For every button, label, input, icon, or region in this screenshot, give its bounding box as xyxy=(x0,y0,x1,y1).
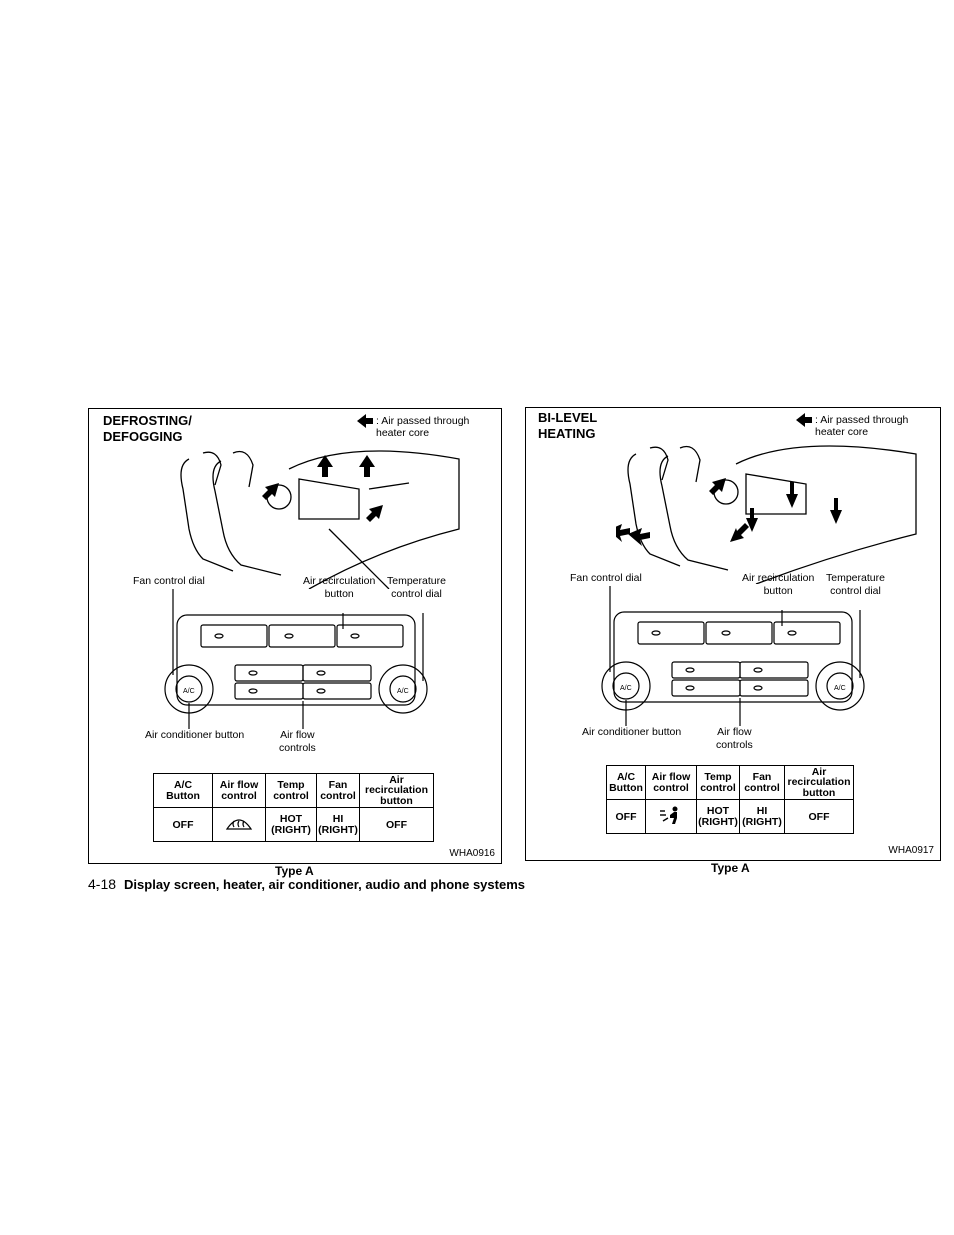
temperature-dial-label: Temperature control dial xyxy=(387,575,446,600)
section-title: Display screen, heater, air conditioner,… xyxy=(124,877,525,892)
figure-caption: Type A xyxy=(275,864,314,878)
figure-code: WHA0916 xyxy=(449,848,495,859)
legend: : Air passed through heater core xyxy=(796,413,909,438)
figure-caption: Type A xyxy=(711,861,750,875)
arrow-legend-icon xyxy=(796,413,812,427)
page-footer: 4-18 Display screen, heater, air conditio… xyxy=(88,876,525,892)
legend: : Air passed through heater core xyxy=(357,414,470,439)
table-header: Temp control xyxy=(696,765,740,800)
table-cell: OFF xyxy=(359,807,434,842)
table-cell: HI (RIGHT) xyxy=(316,807,360,842)
table-header: Air flow control xyxy=(645,765,697,800)
temperature-dial-label: Temperature control dial xyxy=(826,572,885,597)
settings-table: A/C Button Air flow control Temp control… xyxy=(153,773,434,842)
fan-control-dial-label: Fan control dial xyxy=(570,572,642,584)
ac-dial-label: A/C xyxy=(620,685,632,692)
panel-title: BI-LEVEL HEATING xyxy=(538,410,598,441)
table-header: Air recirculation button xyxy=(359,773,434,808)
ac-dial-label: A/C xyxy=(834,685,846,692)
legend-text: : Air passed through heater core xyxy=(376,415,470,439)
legend-text: : Air passed through heater core xyxy=(815,414,909,438)
table-cell xyxy=(645,799,697,834)
table-cell: HOT (RIGHT) xyxy=(265,807,317,842)
air-conditioner-button-label: Air conditioner button xyxy=(582,726,682,738)
figure-code: WHA0917 xyxy=(888,845,934,856)
table-cell: OFF xyxy=(153,807,213,842)
table-header: Air recirculation button xyxy=(784,765,854,800)
table-header: Temp control xyxy=(265,773,317,808)
air-recirculation-label: Air recirculation button xyxy=(742,572,815,597)
ac-dial-label: A/C xyxy=(397,688,409,695)
panel-title: DEFROSTING/ DEFOGGING xyxy=(103,413,192,444)
cabin-illustration xyxy=(180,450,460,589)
table-cell: HI (RIGHT) xyxy=(739,799,785,834)
figure-panel-bi-level: BI-LEVEL HEATING : Air passed through he… xyxy=(525,407,941,861)
table-header: Fan control xyxy=(739,765,785,800)
table-cell xyxy=(212,807,266,842)
ac-dial-label: A/C xyxy=(183,688,195,695)
bi-level-icon xyxy=(660,806,678,824)
table-cell: HOT (RIGHT) xyxy=(696,799,740,834)
table-cell: OFF xyxy=(784,799,854,834)
figure-panel-defrosting: DEFROSTING/ DEFOGGING : Air passed throu… xyxy=(88,408,502,864)
table-header: Air flow control xyxy=(212,773,266,808)
arrow-legend-icon xyxy=(357,414,373,428)
table-header: A/C Button xyxy=(153,773,213,808)
table-cell: OFF xyxy=(606,799,646,834)
air-recirculation-label: Air recirculation button xyxy=(303,575,376,600)
cabin-illustration xyxy=(616,445,917,584)
air-flow-controls-label: Air flow controls xyxy=(716,726,753,751)
air-conditioner-button-label: Air conditioner button xyxy=(145,729,245,741)
table-header: A/C Button xyxy=(606,765,646,800)
settings-table: A/C Button Air flow control Temp control… xyxy=(606,765,854,834)
table-header: Fan control xyxy=(316,773,360,808)
climate-control-panel: A/C A/C xyxy=(164,589,428,729)
defrost-icon xyxy=(225,819,253,830)
climate-control-panel: A/C A/C xyxy=(601,586,865,726)
page-number: 4-18 xyxy=(88,876,117,892)
air-flow-controls-label: Air flow controls xyxy=(279,729,316,754)
fan-control-dial-label: Fan control dial xyxy=(133,575,205,587)
